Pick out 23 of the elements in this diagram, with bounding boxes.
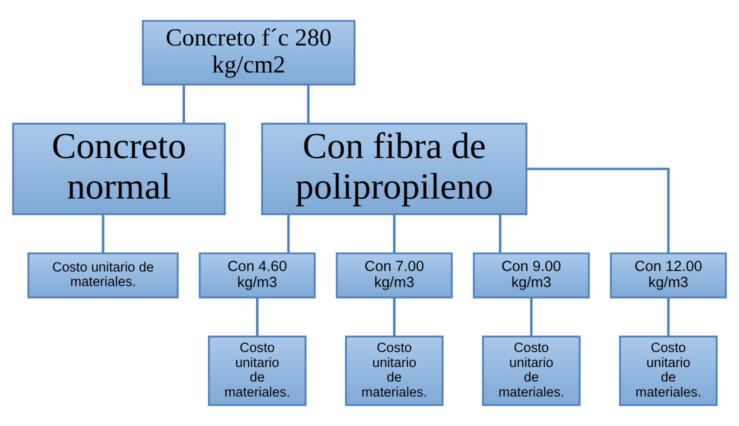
node-box: Con 9.00 kg/m3: [472, 252, 590, 298]
connector: [530, 298, 533, 336]
node-box: Costo unitario de materiales.: [619, 336, 718, 406]
node-box: Costo unitario de materiales.: [28, 252, 179, 298]
connector: [307, 84, 310, 124]
connector: [182, 84, 186, 124]
connector: [287, 214, 290, 253]
connector: [393, 214, 396, 253]
connector: [102, 214, 104, 253]
node-box: Concreto normal: [12, 122, 226, 216]
node-box: Con 12.00 kg/m3: [610, 252, 727, 298]
node-box: Con fibra de polipropileno: [261, 122, 528, 216]
connector: [667, 298, 670, 336]
node-box: Con 4.60 kg/m3: [198, 252, 316, 298]
node-box: Con 7.00 kg/m3: [336, 252, 453, 298]
connector: [256, 298, 258, 336]
node-box: Costo unitario de materiales.: [482, 336, 581, 406]
node-box: Costo unitario de materiales.: [208, 336, 306, 406]
connector: [393, 298, 396, 336]
connector: [498, 214, 502, 253]
node-box: Concreto f´c 280 kg/cm2: [142, 20, 356, 86]
connector: [526, 168, 670, 254]
node-box: Costo unitario de materiales.: [345, 336, 444, 406]
